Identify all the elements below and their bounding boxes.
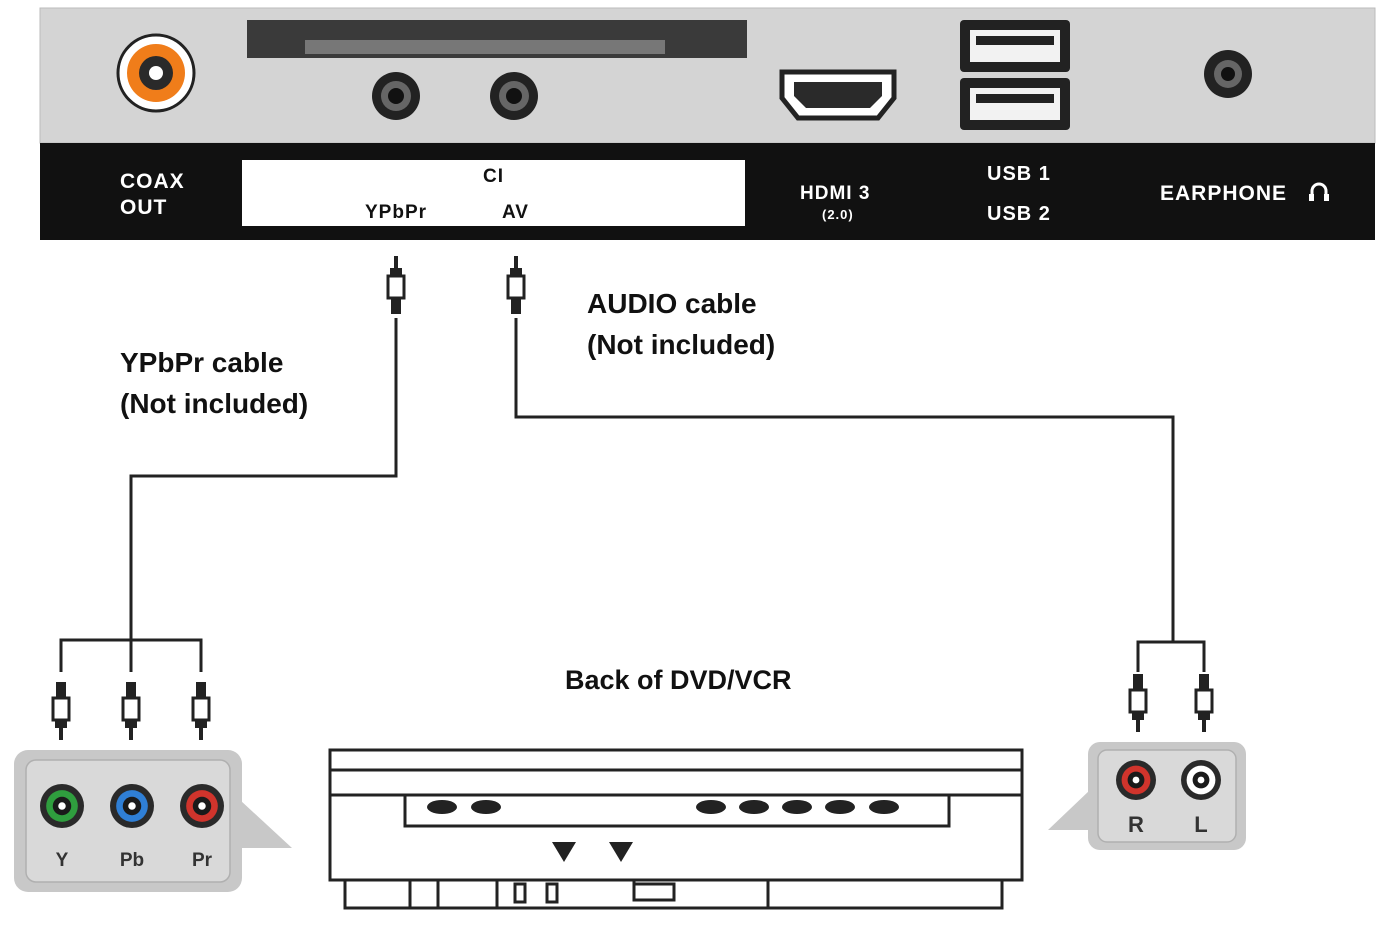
y-jack-icon (40, 784, 84, 828)
usb1-label: USB 1 (987, 163, 1051, 185)
pr-plug-icon (191, 680, 211, 742)
hdmi-label: HDMI 3 (800, 183, 870, 204)
coax-out-label: OUT (120, 196, 167, 219)
arrow-down-icon (552, 842, 576, 862)
r-plug-icon (1128, 672, 1148, 734)
audio-cable-label: AUDIO cable (587, 288, 757, 319)
ypbpr-plug-icon (386, 254, 406, 316)
av-label: AV (502, 202, 529, 223)
headphone-icon (1310, 182, 1328, 199)
av-jack-icon (490, 72, 538, 120)
hdmi-port-icon (779, 69, 897, 121)
component-jacks: Y Pb Pr (40, 784, 224, 871)
ypbpr-cable-note: (Not included) (120, 388, 308, 419)
r-jack-icon (1116, 760, 1156, 800)
ci-slot-icon (247, 20, 747, 58)
usb1-port-icon (960, 20, 1070, 72)
r-jack-label: R (1128, 812, 1144, 837)
arrow-down-icon (609, 842, 633, 862)
y-plug-icon (51, 680, 71, 742)
ypbpr-jack-icon (372, 72, 420, 120)
l-plug-icon (1194, 672, 1214, 734)
coax-label: COAX (120, 170, 185, 193)
ci-label-box (242, 160, 745, 226)
pb-jack-label: Pb (120, 850, 144, 871)
cable-wires (59, 318, 1206, 672)
pb-jack-icon (110, 784, 154, 828)
earphone-jack-icon (1204, 50, 1252, 98)
earphone-label: EARPHONE (1160, 182, 1287, 205)
pb-plug-icon (121, 680, 141, 742)
ci-label: CI (483, 166, 504, 187)
audio-plug-icon (506, 254, 526, 316)
audio-cable-note: (Not included) (587, 329, 775, 360)
device-ports (427, 800, 899, 862)
usb2-label: USB 2 (987, 203, 1051, 225)
ypbpr-cable-label: YPbPr cable (120, 347, 283, 378)
ypbpr-label: YPbPr (365, 202, 427, 223)
usb2-port-icon (960, 78, 1070, 130)
l-jack-icon (1181, 760, 1221, 800)
dvd-vcr-device (328, 748, 1024, 910)
pr-jack-label: Pr (192, 850, 213, 871)
hdmi-version-label: (2.0) (822, 207, 854, 222)
coax-jack-icon (116, 33, 196, 113)
device-label: Back of DVD/VCR (565, 665, 792, 695)
l-jack-label: L (1194, 812, 1207, 837)
pr-jack-icon (180, 784, 224, 828)
y-jack-label: Y (56, 850, 69, 871)
